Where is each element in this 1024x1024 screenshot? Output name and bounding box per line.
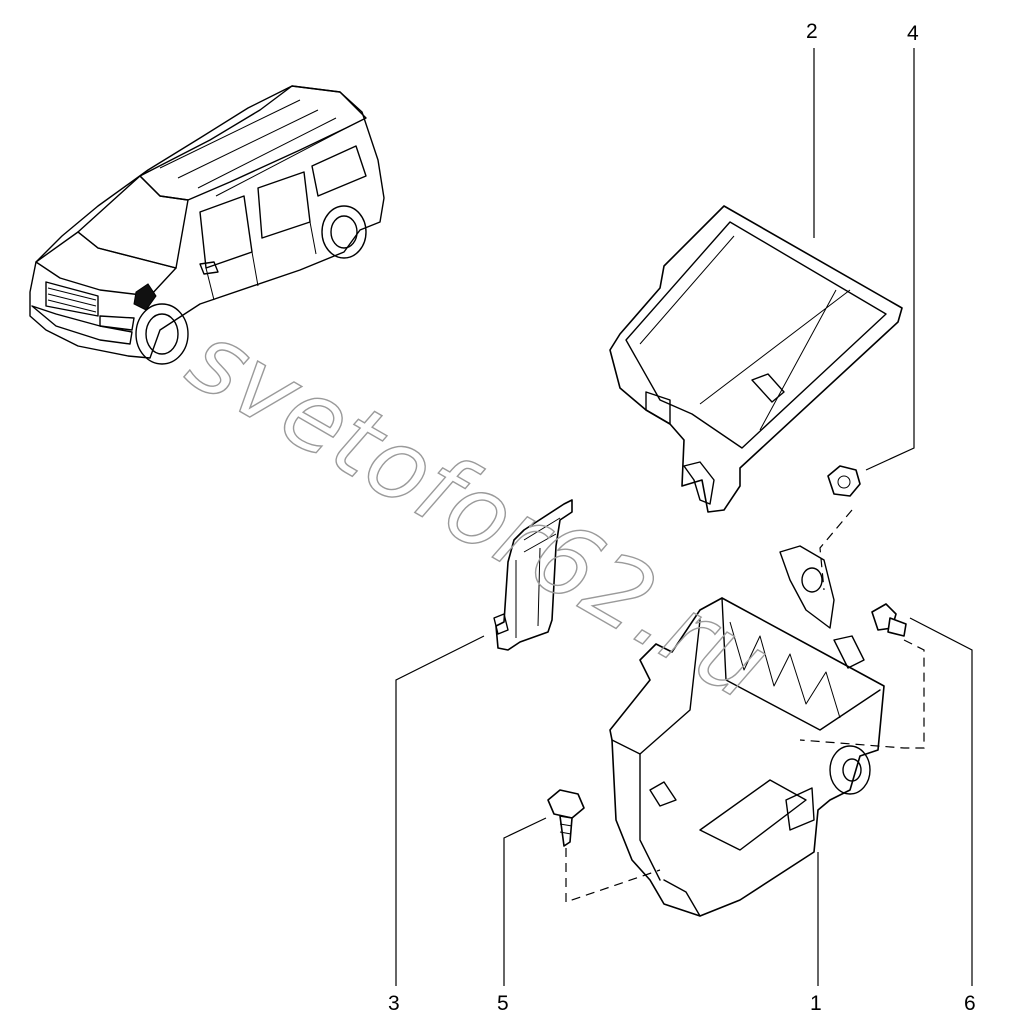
assembly-lines — [565, 509, 925, 903]
leader-lines — [395, 48, 973, 986]
part-6-bolt — [871, 603, 907, 637]
callout-6: 6 — [964, 992, 976, 1015]
callout-3: 3 — [388, 992, 400, 1015]
part-4-nut — [827, 465, 861, 497]
callout-4: 4 — [907, 22, 919, 45]
part-3-bracket — [493, 499, 573, 651]
callout-1: 1 — [810, 992, 822, 1015]
callout-2: 2 — [806, 20, 818, 43]
callout-5: 5 — [497, 992, 509, 1015]
part-2-cover — [609, 205, 903, 513]
vehicle-illustration — [29, 85, 385, 365]
part-5-screw — [547, 789, 585, 847]
part-1-tray — [609, 545, 885, 917]
